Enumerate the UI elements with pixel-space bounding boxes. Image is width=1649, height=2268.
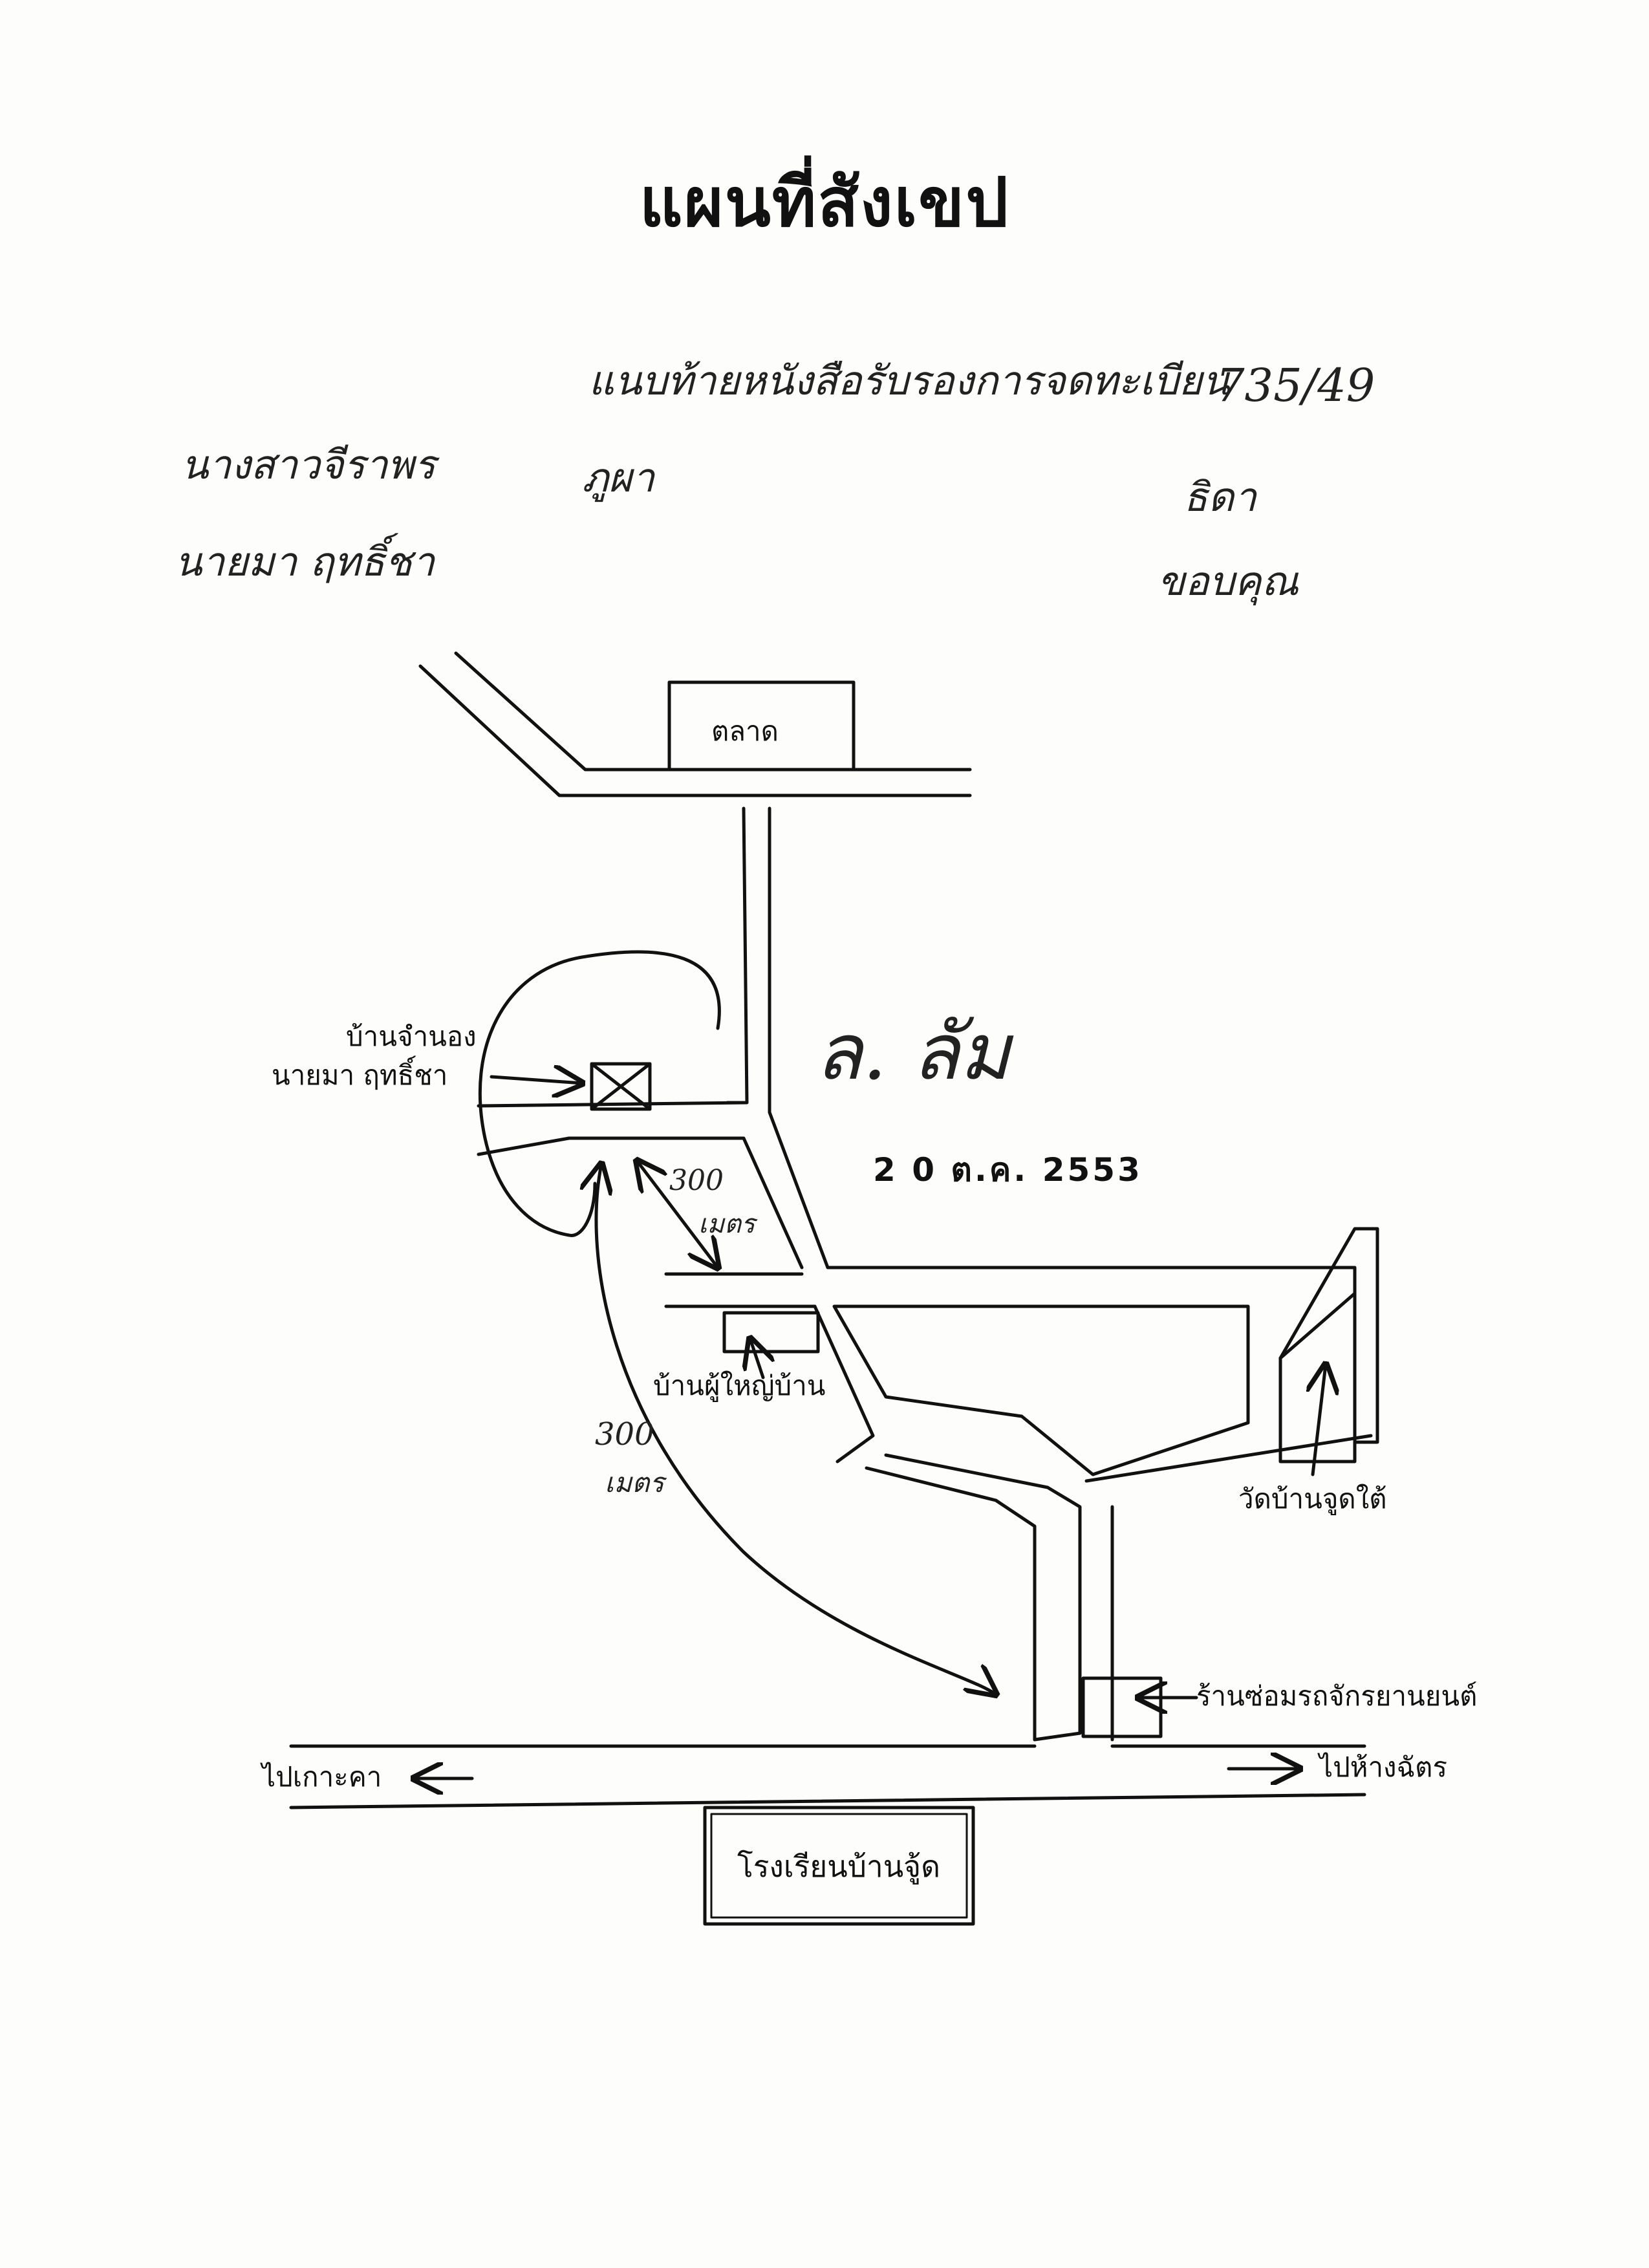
handwritten-place: ภูผา [582,454,655,501]
repair-shop-box [1081,1676,1163,1738]
label-to-right: ไปห้างฉัตร [1319,1751,1448,1783]
village-head-box [722,1311,820,1354]
page-title: แผนที่สังเขป [639,163,1010,242]
label-village-head: บ้านผู้ใหญ่บ้าน [653,1370,826,1401]
school-box-inner [710,1813,968,1919]
handwritten-number: 735/49 [1216,359,1375,412]
label-dist-short-unit: เมตร [698,1209,755,1239]
label-dist-long-unit: เมตร [605,1467,664,1498]
handwritten-side-2: ขอบคุณ [1158,557,1299,605]
road-bottom-main [289,1744,1366,1809]
label-dist-long-num: 300 [595,1416,654,1453]
signature: ล. ลัม [815,1008,1011,1097]
label-repair-shop: ร้านซ่อมรถจักรยานยนต์ [1196,1680,1478,1712]
handwritten-side-1: ธิดา [1183,473,1256,521]
label-house-line2: นายมา ฤทธิ์ชา [272,1059,448,1091]
temple-pointer [1313,1365,1326,1476]
label-school: โรงเรียนบ้านจู้ด [737,1849,941,1884]
market-box [667,680,856,772]
handwritten-name-1: นางสาวจีราพร [181,441,436,488]
label-market: ตลาด [711,715,779,747]
road-cross-middle [664,1272,817,1308]
house-pointer-arrow [490,1077,582,1083]
village-head-pointer [750,1339,763,1379]
label-house-line1: บ้านจำนอง [346,1021,477,1052]
house-marker [590,1062,652,1111]
label-dist-short-num: 300 [669,1164,724,1197]
house-boundary-loop [478,950,721,1237]
road-main-vertical [477,806,1357,1451]
temple-enclosure [1278,1227,1379,1463]
handwritten-name-2: นายมา ฤทธิ์ชา [175,538,435,585]
label-temple: วัดบ้านจูดใต้ [1238,1483,1387,1515]
road-northwest [418,651,972,797]
distance-arrow-long [596,1164,996,1694]
label-to-left: ไปเกาะคา [262,1761,382,1793]
handwritten-case-line: แนบท้ายหนังสือรับรองการจดทะเบียน [588,357,1230,404]
school-box [703,1806,975,1926]
